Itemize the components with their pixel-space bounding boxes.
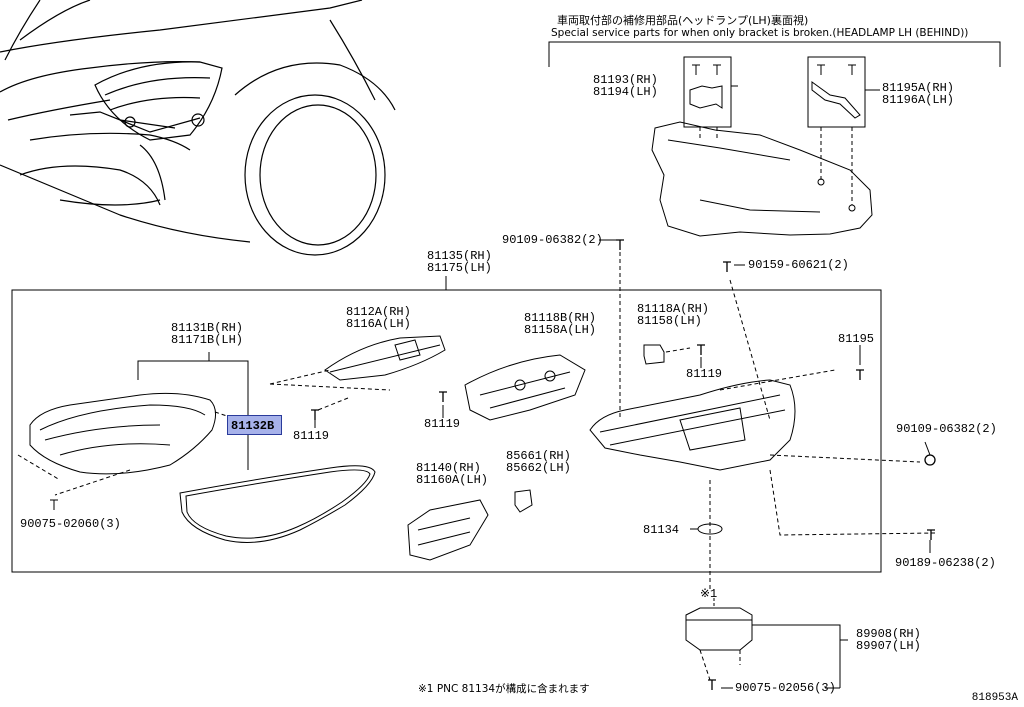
screw-symbols	[311, 239, 936, 690]
reflector-part	[464, 354, 586, 421]
part-label-90075-left: 90075-02060(3)	[20, 517, 121, 531]
part-label-81118b: 81118B(RH) 81158A(LH)	[524, 311, 597, 337]
leader-lines	[314, 239, 931, 689]
part-label-89908: 89908(RH) 89907(LH)	[856, 627, 921, 653]
header-en-label: Special service parts for when only brac…	[551, 27, 969, 39]
figure-id: 818953A	[971, 692, 1018, 704]
housing-part	[589, 245, 936, 590]
connector-part	[514, 489, 533, 513]
gasket-outline	[179, 465, 376, 543]
bracket-callout	[548, 41, 1001, 237]
actuator-part	[407, 499, 489, 561]
header-jp-label: 車両取付部の補修用部品(ヘッドランプ(LH)裏面視)	[557, 14, 809, 27]
highlighted-part-81132b[interactable]: 81132B	[227, 415, 282, 435]
part-label-81140: 81140(RH) 81160A(LH)	[416, 461, 489, 487]
bezel-part	[269, 335, 446, 411]
part-label-85661: 85661(RH) 85662(LH)	[506, 449, 571, 475]
part-label-81119-right: 81119	[686, 367, 723, 381]
lens-outline	[17, 392, 246, 510]
note-mark-1: ※1	[700, 587, 718, 601]
ballast-part	[685, 607, 848, 689]
part-label-90109-top: 90109-06382(2)	[502, 233, 603, 247]
part-label-81195a: 81195A(RH) 81196A(LH)	[882, 81, 955, 107]
vehicle-front-illustration	[0, 0, 396, 256]
part-label-8112a: 8112A(RH) 8116A(LH)	[346, 305, 411, 331]
part-label-90189: 90189-06238(2)	[895, 556, 996, 570]
part-label-81195: 81195	[838, 332, 875, 346]
part-label-90159: 90159-60621(2)	[748, 258, 849, 272]
part-label-81119-mid: 81119	[424, 417, 461, 431]
part-label-81119-left: 81119	[293, 429, 330, 443]
part-label-90109-right: 90109-06382(2)	[896, 422, 997, 436]
footnote: ※1 PNC 81134が構成に含まれます	[418, 683, 590, 695]
part-label-81135: 81135(RH) 81175(LH)	[427, 249, 492, 275]
part-label-81131b: 81131B(RH) 81171B(LH)	[171, 321, 244, 347]
part-label-81118a: 81118A(RH) 81158(LH)	[637, 302, 710, 328]
part-label-81193: 81193(RH) 81194(LH)	[593, 73, 658, 99]
part-label-90075-bottom: 90075-02056(3)	[735, 681, 836, 695]
part-label-81134: 81134	[643, 523, 680, 537]
bulb-part	[643, 344, 665, 365]
assembly-frame	[11, 289, 882, 573]
